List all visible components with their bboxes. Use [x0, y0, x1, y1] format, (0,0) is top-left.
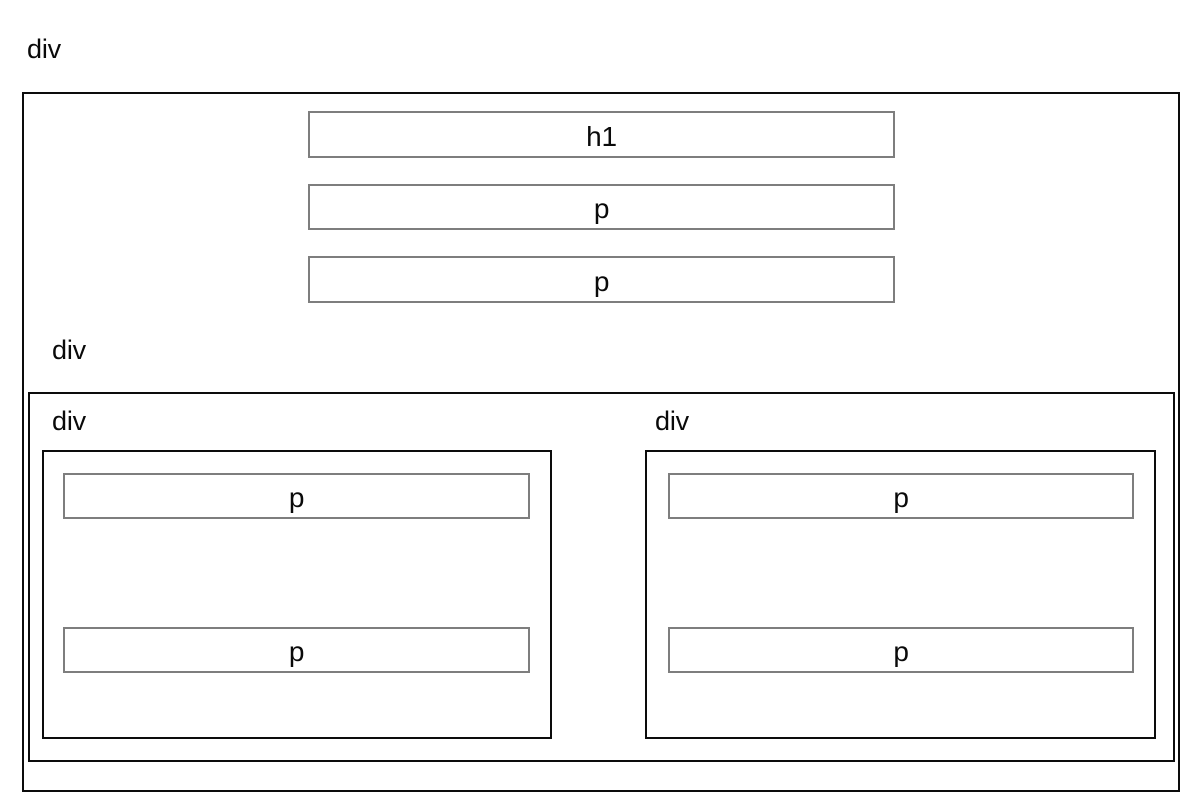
box-p-right-1: p	[668, 473, 1134, 519]
box-p-left-2-label: p	[288, 636, 305, 667]
node-label-column-right-div: div	[655, 406, 689, 436]
box-p-right-1-label: p	[893, 482, 909, 513]
node-label-root-div: div	[27, 34, 61, 64]
box-p-intro-2: p	[308, 256, 895, 303]
box-p-intro-1: p	[308, 184, 895, 230]
box-p-left-1-label: p	[288, 482, 305, 513]
box-p-right-2: p	[668, 627, 1134, 673]
box-p-right-2-label: p	[893, 636, 909, 667]
box-p-intro-2-label: p	[593, 265, 610, 297]
node-label-section-div: div	[52, 335, 86, 365]
box-p-left-1: p	[63, 473, 530, 519]
box-h1: h1	[308, 111, 895, 158]
box-p-left-2: p	[63, 627, 530, 673]
box-h1-label: h1	[586, 120, 617, 152]
node-label-column-left-div: div	[52, 406, 86, 436]
box-p-intro-1-label: p	[593, 193, 610, 224]
